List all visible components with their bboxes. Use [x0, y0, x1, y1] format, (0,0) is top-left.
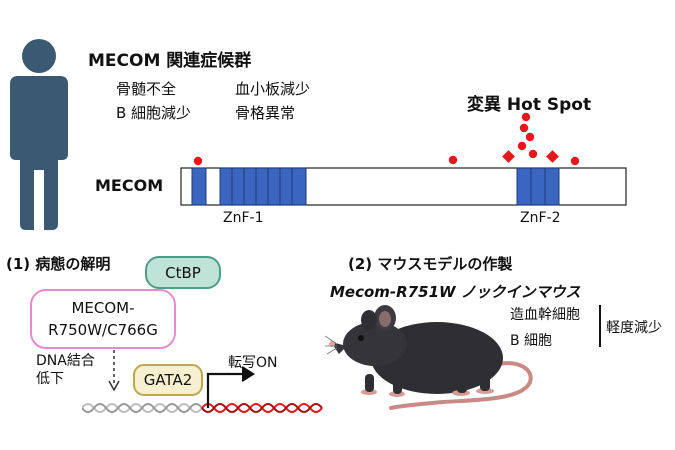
- mutation-diamond: [502, 150, 515, 163]
- effect-hsc: 造血幹細胞: [510, 307, 580, 323]
- mutation-dot: [525, 132, 535, 142]
- znf1-domain: [191, 167, 307, 206]
- transcription-arrow: [206, 366, 256, 408]
- effect-summary: 軽度減少: [606, 320, 662, 336]
- mutation-markers: [193, 112, 580, 166]
- gene-label: MECOM: [95, 176, 164, 195]
- effect-divider: [599, 305, 601, 347]
- dashed-arrow: [108, 350, 120, 392]
- mutation-dot: [570, 156, 580, 166]
- symptom-item: 骨格異常: [235, 104, 296, 122]
- mouse-head: [343, 322, 407, 366]
- symptom-item: B 細胞減少: [116, 104, 192, 122]
- dna-binding-text: DNA結合 低下: [36, 352, 95, 388]
- mutation-dot: [528, 149, 538, 159]
- dna-helix: [82, 366, 323, 413]
- section1-title: (1) 病態の解明: [6, 255, 111, 273]
- symptom-item: 骨髄不全: [116, 80, 177, 98]
- effect-bcell: B 細胞: [510, 333, 553, 349]
- znf2-label: ZnF-2: [520, 210, 561, 226]
- mutation-dot: [517, 141, 527, 151]
- mouse-eye: [358, 335, 364, 341]
- gene-track: [180, 112, 627, 206]
- mutation-dot: [521, 112, 531, 122]
- mutant-label-line2: R750W/C766G: [48, 321, 158, 339]
- mecom-mutant-box: MECOM- R750W/C766G: [30, 289, 176, 349]
- hotspot-label: 変異 Hot Spot: [467, 95, 592, 115]
- syndrome-title: MECOM 関連症候群: [88, 51, 252, 71]
- dna-binding-line2: 低下: [36, 371, 64, 387]
- znf2-domain: [516, 167, 560, 206]
- dna-strand-gray: [82, 403, 203, 413]
- mouse-line-label: Mecom-R751W ノックインマウス: [330, 283, 581, 301]
- dna-strand-red: [201, 403, 323, 413]
- mutation-dot: [448, 155, 458, 165]
- mouse-tail: [389, 361, 533, 410]
- mutation-dot: [193, 156, 203, 166]
- section2-title: (2) マウスモデルの作製: [348, 255, 513, 273]
- person-icon: [10, 39, 68, 230]
- mouse-nose: [329, 341, 335, 347]
- transcription-label: 転写ON: [228, 355, 278, 371]
- mutation-diamond: [546, 150, 559, 163]
- mouse-illustration: [325, 305, 533, 410]
- znf1-label: ZnF-1: [223, 210, 264, 226]
- dna-binding-line1: DNA結合: [36, 353, 95, 369]
- symptom-item: 血小板減少: [235, 80, 311, 98]
- gata2-box: GATA2: [133, 364, 203, 396]
- mutant-label-line1: MECOM-: [71, 299, 135, 317]
- mutation-dot: [519, 123, 529, 133]
- ctbp-box: CtBP: [145, 256, 221, 289]
